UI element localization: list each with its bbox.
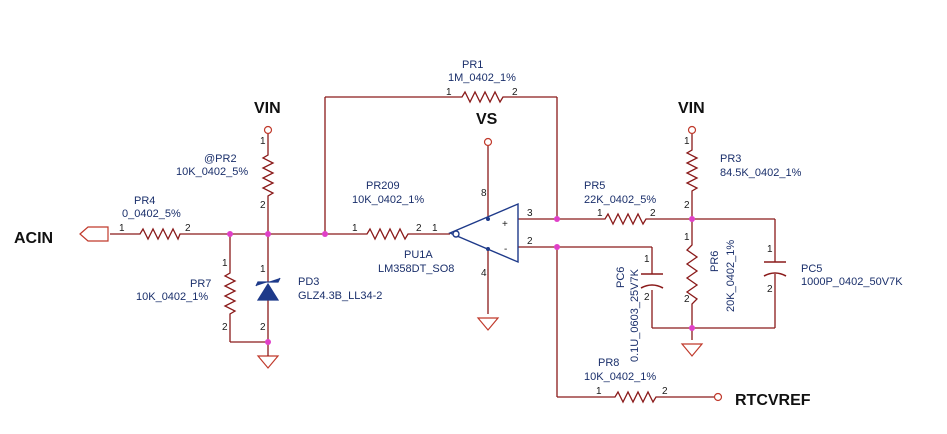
pr3-value: 84.5K_0402_1% [720, 167, 802, 179]
junctions [227, 216, 695, 345]
pc5-capacitor [763, 261, 787, 277]
pu1a-pin-vcc: 8 [481, 188, 487, 199]
pr1-pin1: 1 [446, 87, 452, 98]
pu1a-value: LM358DT_SO8 [378, 263, 454, 275]
pu1a-pin-gnd: 4 [481, 268, 487, 279]
pr7-resistor [223, 268, 237, 318]
pr4-value: 0_0402_5% [122, 208, 181, 220]
pu1a-plus-sign: + [502, 219, 508, 230]
pr8-ref: PR8 [598, 357, 619, 369]
pr6-ref: PR6 [709, 251, 721, 272]
acin-label: ACIN [14, 230, 53, 247]
pr1-ref: PR1 [462, 59, 483, 71]
pc5-value: 1000P_0402_50V7K [801, 276, 903, 288]
pr7-pin2: 2 [222, 322, 228, 333]
pr4-resistor [135, 227, 183, 241]
pr6-pin2: 2 [684, 294, 690, 305]
pr5-resistor [600, 212, 650, 226]
pr4-pin2: 2 [185, 223, 191, 234]
pr6-resistor [685, 230, 699, 310]
pr209-resistor [362, 227, 412, 241]
pu1a-pin-minus: 2 [527, 236, 533, 247]
pr4-ref: PR4 [134, 195, 155, 207]
pr2-pin1: 1 [260, 136, 266, 147]
pr2-value: 10K_0402_5% [176, 166, 248, 178]
vin-left-label: VIN [254, 100, 281, 117]
ground-icon [256, 355, 280, 369]
pc6-capacitor [640, 270, 664, 289]
pu1a-pin-in: 1 [432, 223, 438, 234]
pr1-pin2: 2 [512, 87, 518, 98]
pc6-pin2: 2 [644, 292, 650, 303]
pu1a-minus-sign: - [504, 244, 507, 255]
pr5-pin2: 2 [650, 208, 656, 219]
ground-icon [680, 343, 704, 357]
pr4-pin1: 1 [119, 223, 125, 234]
pr1-value: 1M_0402_1% [448, 72, 516, 84]
pr209-pin1: 1 [352, 223, 358, 234]
pu1a-pin-plus: 3 [527, 208, 533, 219]
pr209-value: 10K_0402_1% [352, 194, 424, 206]
vs-label: VS [476, 111, 498, 128]
pr209-pin2: 2 [416, 223, 422, 234]
pc6-pin1: 1 [644, 254, 650, 265]
rtcvref-port-icon [713, 392, 723, 402]
pr8-resistor [610, 390, 660, 404]
vin-right-label: VIN [678, 100, 705, 117]
pr8-pin2: 2 [662, 386, 668, 397]
pr3-pin2: 2 [684, 200, 690, 211]
acin-port-icon [79, 226, 109, 242]
pr3-resistor [685, 145, 699, 195]
pd3-pin2: 2 [260, 322, 266, 333]
pc5-pin1: 1 [767, 244, 773, 255]
pr2-ref: @PR2 [204, 153, 237, 165]
pc5-ref: PC5 [801, 263, 822, 275]
vin-left-power-icon [263, 125, 273, 135]
pu1a-ref: PU1A [404, 249, 433, 261]
pc6-ref: PC6 [615, 267, 627, 288]
pr8-pin1: 1 [596, 386, 602, 397]
pr7-value: 10K_0402_1% [136, 291, 208, 303]
rtcvref-label: RTCVREF [735, 392, 811, 409]
pr3-ref: PR3 [720, 153, 741, 165]
pr209-ref: PR209 [366, 180, 400, 192]
pr7-ref: PR7 [190, 278, 211, 290]
pd3-ref: PD3 [298, 276, 319, 288]
pr7-pin1: 1 [222, 258, 228, 269]
pc6-value: 0.1U_0603_25V7K [629, 268, 641, 362]
pr5-pin1: 1 [597, 208, 603, 219]
ground-icon [476, 317, 500, 331]
pr6-value: 20K_0402_1% [725, 240, 737, 312]
pd3-value: GLZ4.3B_LL34-2 [298, 290, 382, 302]
pr5-ref: PR5 [584, 180, 605, 192]
pr2-pin2: 2 [260, 200, 266, 211]
pu1a-opamp [448, 202, 519, 264]
pd3-zener-diode [255, 277, 281, 301]
pr2-resistor [261, 150, 275, 200]
vs-power-icon [483, 137, 493, 147]
pd3-pin1: 1 [260, 264, 266, 275]
wires [110, 96, 776, 398]
vin-right-power-icon [687, 125, 697, 135]
pc5-pin2: 2 [767, 284, 773, 295]
pr8-value: 10K_0402_1% [584, 371, 656, 383]
pr6-pin1: 1 [684, 232, 690, 243]
pr5-value: 22K_0402_5% [584, 194, 656, 206]
pr1-resistor [457, 90, 507, 104]
pr3-pin1: 1 [684, 136, 690, 147]
